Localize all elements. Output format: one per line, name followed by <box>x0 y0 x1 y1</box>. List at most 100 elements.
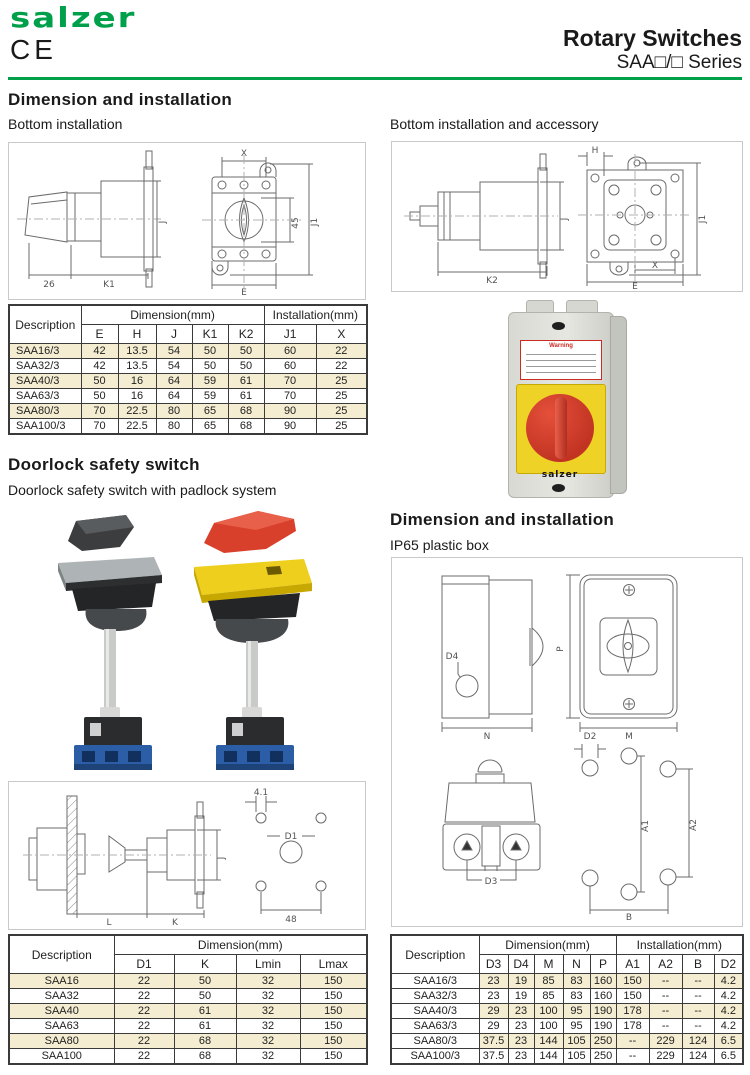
cell-value: 32 <box>235 973 301 989</box>
row-description: SAA16/3 <box>390 973 480 989</box>
screw-hole <box>552 484 565 492</box>
cell-value: 50 <box>173 988 237 1004</box>
cell-value: 16 <box>117 373 157 389</box>
cell-value: 70 <box>263 373 317 389</box>
row-description: SAA16/3 <box>8 343 82 359</box>
cell-value: 61 <box>173 1018 237 1034</box>
doorlock-switch-black <box>58 515 162 770</box>
col-header: D3 <box>478 954 509 974</box>
cell-value: 37.5 <box>478 1033 509 1049</box>
cell-value: 23 <box>507 1048 535 1065</box>
col-header: K1 <box>191 324 229 344</box>
technical-drawing-doorlock: L K J 4.1 D1 48 <box>23 788 327 928</box>
col-header: X <box>315 324 368 344</box>
row-description: SAA32/3 <box>8 358 82 374</box>
dim-label-j1: J1 <box>698 215 708 224</box>
col-group-header: Dimension(mm) <box>113 934 368 955</box>
row-description: SAA100/3 <box>390 1048 480 1065</box>
cell-value: 4.2 <box>713 1003 744 1019</box>
cell-value: 80 <box>155 418 193 435</box>
cell-value: 22 <box>113 988 175 1004</box>
enclosure-photo: Warning salzer <box>508 300 627 498</box>
col-header: A2 <box>648 954 683 974</box>
enclosure-brand-logo: salzer <box>541 470 579 480</box>
col-group-header: Dimension(mm) <box>478 934 617 955</box>
dim-label-d4: D4 <box>446 652 459 662</box>
col-header: H <box>117 324 157 344</box>
cell-value: 64 <box>155 373 193 389</box>
dim-label-e: E <box>632 282 638 289</box>
dim-label-a1: A1 <box>641 820 651 832</box>
cell-value: 250 <box>589 1033 617 1049</box>
cell-value: -- <box>615 1033 650 1049</box>
technical-drawing-accessory: H J1 X E K2 J <box>404 146 708 292</box>
cell-value: 32 <box>235 988 301 1004</box>
cell-value: 13.5 <box>117 358 157 374</box>
dim-label-k2: K2 <box>486 276 498 286</box>
technical-drawing-side-front: X 45 J1 E 26 K1 J <box>17 149 320 298</box>
col-header: D1 <box>113 954 175 974</box>
col-header: A1 <box>615 954 650 974</box>
col-header: K <box>173 954 237 974</box>
cell-value: 32 <box>235 1018 301 1034</box>
cell-value: 178 <box>615 1018 650 1034</box>
cell-value: 50 <box>173 973 237 989</box>
drawing-bottom-installation: X 45 J1 E 26 K1 J <box>8 142 366 300</box>
warning-text: Warning <box>549 343 573 349</box>
cell-value: 25 <box>315 403 368 419</box>
row-description: SAA16 <box>8 973 115 989</box>
cell-value: 22 <box>113 1003 175 1019</box>
cell-value: 105 <box>562 1048 591 1065</box>
cell-value: 42 <box>80 358 119 374</box>
row-description: SAA80 <box>8 1033 115 1049</box>
drawing-accessory: H J1 X E K2 J <box>391 141 743 292</box>
doorlock-photo-illustration <box>58 511 312 770</box>
cell-value: 90 <box>263 418 317 435</box>
cell-value: 144 <box>533 1033 564 1049</box>
salzer-logo: salzer <box>10 2 137 34</box>
cell-value: 25 <box>315 418 368 435</box>
cell-value: 190 <box>589 1003 617 1019</box>
cell-value: 65 <box>191 403 229 419</box>
cell-value: 29 <box>478 1018 509 1034</box>
col-header: J <box>155 324 193 344</box>
cell-value: -- <box>648 1018 683 1034</box>
ce-mark: CE <box>10 34 57 65</box>
col-header: E <box>80 324 119 344</box>
cell-value: 85 <box>533 973 564 989</box>
cell-value: 150 <box>299 1003 368 1019</box>
warning-fine-print <box>526 352 596 376</box>
cell-value: -- <box>681 973 715 989</box>
cell-value: 64 <box>155 388 193 404</box>
col-header: J1 <box>263 324 317 344</box>
cell-value: 100 <box>533 1003 564 1019</box>
cell-value: 50 <box>80 373 119 389</box>
dim-label-j: J <box>158 221 168 225</box>
section-heading-dimension-installation: Dimension and installation <box>8 90 233 109</box>
cell-value: -- <box>648 1003 683 1019</box>
cell-value: 150 <box>299 988 368 1004</box>
row-description: SAA80/3 <box>8 403 82 419</box>
col-header: D4 <box>507 954 535 974</box>
cell-value: 23 <box>478 973 509 989</box>
cell-value: 150 <box>299 973 368 989</box>
dim-label-48: 48 <box>285 915 297 925</box>
cell-value: 68 <box>173 1033 237 1049</box>
cell-value: 54 <box>155 343 193 359</box>
cell-value: 229 <box>648 1048 683 1065</box>
cell-value: 4.2 <box>713 1018 744 1034</box>
cell-value: 19 <box>507 988 535 1004</box>
enclosure-side <box>610 316 627 494</box>
cell-value: 85 <box>533 988 564 1004</box>
section-heading-ip65: Dimension and installation <box>390 510 615 529</box>
dim-label-n: N <box>484 732 491 742</box>
